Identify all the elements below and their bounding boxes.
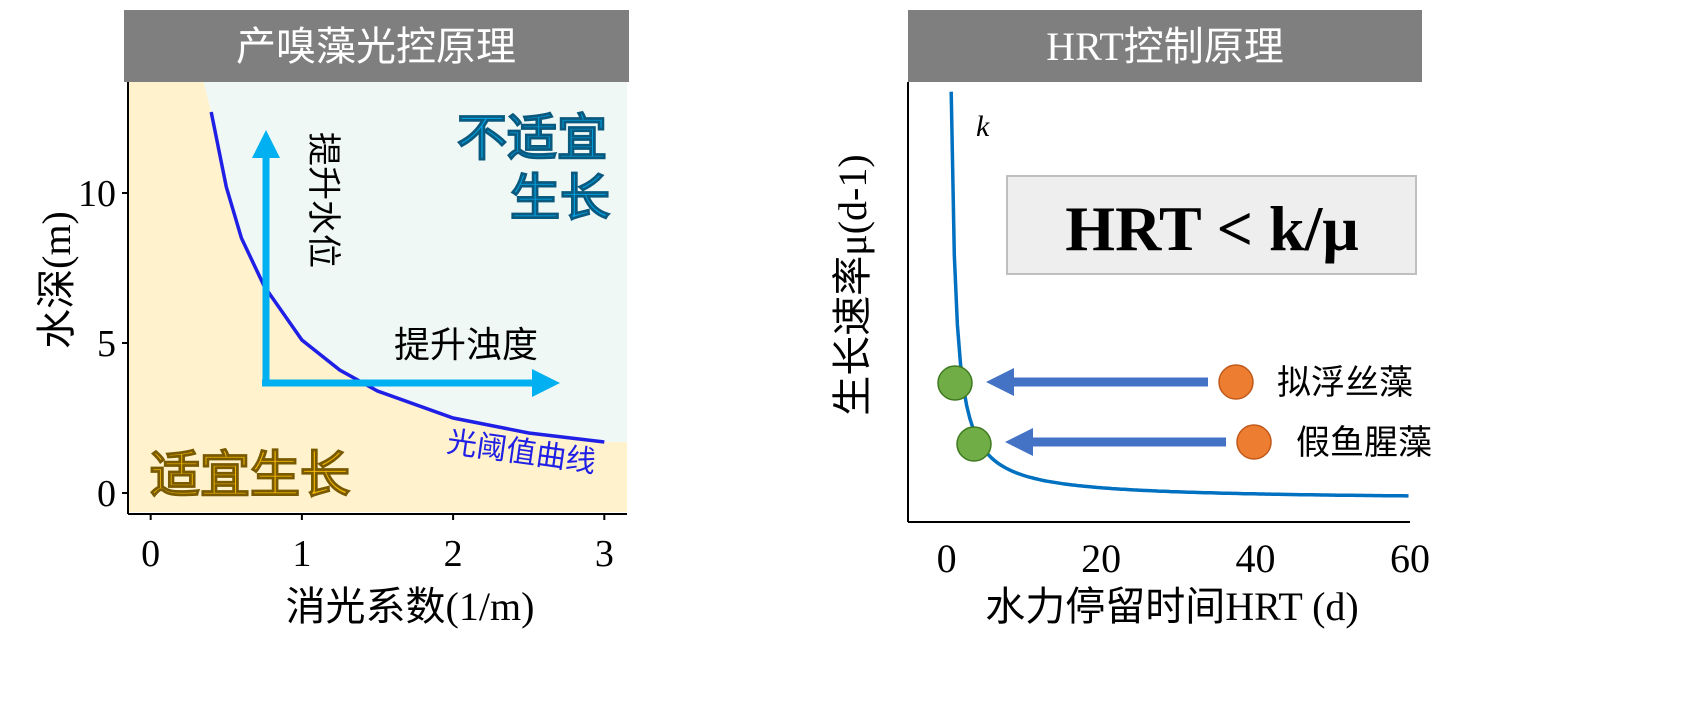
- orange-point: [1218, 364, 1254, 400]
- series-point-row-2: 假鱼腥藻: [956, 423, 1432, 463]
- left-x-ticks: 0 1 2 3: [141, 514, 614, 575]
- unsuitable-label-line1: 不适宜: [457, 109, 607, 167]
- series-point-row-1: 拟浮丝藻: [937, 363, 1413, 403]
- raise-water-level-arrow: [252, 130, 280, 386]
- x-tick-label: 1: [292, 533, 311, 575]
- left-panel: 产嗅藻光控原理 提升水位 提升浊度 不适宜 生长 适宜生长 光阈值曲线: [34, 10, 629, 629]
- species-label: 拟浮丝藻: [1277, 363, 1413, 403]
- right-panel: HRT控制原理 k HRT < k/μ 拟浮丝藻 假鱼腥藻 0 20 40 60 水力…: [830, 10, 1432, 629]
- suitable-label: 适宜生长: [150, 446, 350, 504]
- x-tick-label: 60: [1390, 536, 1430, 581]
- species-label: 假鱼腥藻: [1296, 423, 1432, 463]
- y-tick-label: 10: [78, 173, 116, 215]
- light-threshold-curve: [209, 111, 605, 444]
- formula: HRT < k/μ: [1065, 193, 1358, 264]
- left-y-ticks: 0 5 10: [78, 173, 128, 515]
- left-title: 产嗅藻光控原理: [236, 24, 516, 70]
- y-tick-label: 0: [97, 473, 116, 515]
- raise-turbidity-arrow: [262, 369, 560, 397]
- green-point: [937, 365, 973, 401]
- right-title: HRT控制原理: [1046, 24, 1284, 69]
- x-tick-label: 2: [444, 533, 463, 575]
- k-over-hrt-curve: [949, 91, 1409, 498]
- k-label: k: [976, 110, 990, 143]
- right-x-ticks: 0 20 40 60: [937, 536, 1430, 581]
- unsuitable-label-line2: 生长: [510, 169, 610, 227]
- orange-point: [1236, 424, 1272, 460]
- raise-turbidity-label: 提升浊度: [394, 325, 538, 366]
- raise-water-level-label: 提升水位: [303, 132, 343, 268]
- x-tick-label: 0: [141, 533, 160, 575]
- x-tick-label: 3: [595, 533, 614, 575]
- left-y-axis-label: 水深(m): [34, 211, 79, 349]
- left-plot-area: 提升水位 提升浊度 不适宜 生长 适宜生长 光阈值曲线: [128, 82, 627, 512]
- right-x-axis-label: 水力停留时间HRT (d): [985, 584, 1359, 629]
- x-tick-label: 0: [937, 536, 957, 581]
- x-tick-label: 40: [1236, 536, 1276, 581]
- green-point: [956, 426, 992, 462]
- x-tick-label: 20: [1081, 536, 1121, 581]
- right-y-axis-label: 生长速率μ(d-1): [830, 154, 875, 415]
- y-tick-label: 5: [97, 323, 116, 365]
- formula-box: [1006, 175, 1417, 275]
- right-title-bar: [908, 10, 1422, 82]
- left-x-axis-label: 消光系数(1/m): [286, 584, 535, 629]
- unsuitable-region: [203, 82, 627, 442]
- left-title-bar: [124, 10, 629, 82]
